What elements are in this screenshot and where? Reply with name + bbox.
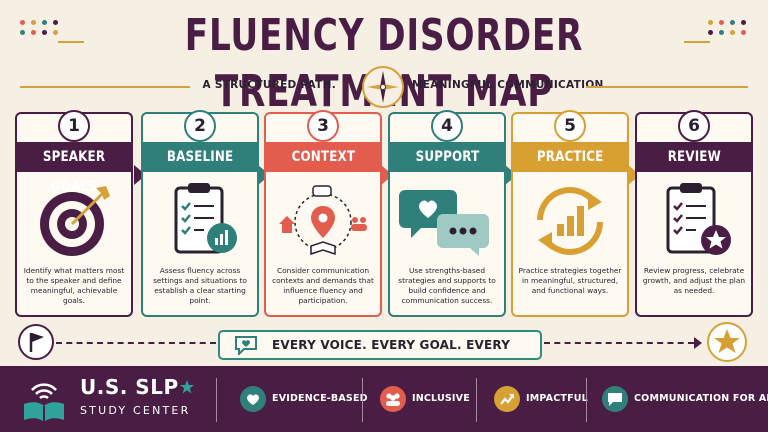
heart-speech-icon <box>235 336 257 355</box>
step-number-badge: 1 <box>58 110 90 142</box>
brand-name: U.S. SLP <box>80 375 179 399</box>
speech-bubbles-icon <box>399 180 495 260</box>
step-card-review: 6 REVIEW Review progress, celebrate grow… <box>635 110 753 317</box>
path-line-left <box>56 342 216 344</box>
footer-divider <box>362 378 363 422</box>
step-title: SUPPORT <box>415 149 479 165</box>
step-number-badge: 4 <box>431 110 463 142</box>
step-card-baseline: 2 BASELINE Assess fluency across setting… <box>141 110 259 317</box>
clipboard-star-icon <box>646 180 742 260</box>
subtitle-right: MEANINGFUL COMMUNICATION. <box>412 79 608 91</box>
tagline-box: EVERY VOICE. EVERY GOAL. EVERY STEP FORW… <box>218 330 542 378</box>
dots-decoration-left <box>20 20 59 35</box>
trend-arrow-icon <box>494 386 520 412</box>
step-description: Consider communication contexts and dema… <box>272 266 374 305</box>
step-title-banner: PRACTICE <box>511 142 629 172</box>
footer-divider <box>476 378 477 422</box>
footer-divider <box>586 378 587 422</box>
step-title: CONTEXT <box>291 149 355 165</box>
people-icon <box>380 386 406 412</box>
star-icon <box>707 322 747 362</box>
step-number-badge: 5 <box>554 110 586 142</box>
step-title: REVIEW <box>667 149 721 165</box>
footer-bar: U.S. SLP STUDY CENTER EVIDENCE-BASED INC… <box>0 366 768 432</box>
step-description: Review progress, celebrate growth, and a… <box>642 266 746 295</box>
compass-icon <box>362 66 404 108</box>
step-title-banner: BASELINE <box>141 142 259 172</box>
step-title: BASELINE <box>166 149 234 165</box>
brand-star-icon <box>180 380 194 394</box>
step-card-context: 3 CONTEXT Consider communication context… <box>264 110 382 317</box>
footer-divider <box>216 378 217 422</box>
step-number-badge: 3 <box>307 110 339 142</box>
step-description: Identify what matters most to the speake… <box>23 266 125 305</box>
step-number-badge: 2 <box>184 110 216 142</box>
subtitle-rule-left <box>20 86 190 88</box>
subtitle-row: A STRUCTURED PATH. MEANINGFUL COMMUNICAT… <box>0 66 768 110</box>
title-rule-right <box>684 41 710 43</box>
dots-decoration-right <box>708 20 747 35</box>
heart-icon <box>240 386 266 412</box>
step-title-banner: SUPPORT <box>388 142 506 172</box>
step-title-banner: CONTEXT <box>264 142 382 172</box>
speech-bubble-icon <box>602 386 628 412</box>
target-icon <box>26 180 122 260</box>
step-title-banner: REVIEW <box>635 142 753 172</box>
path-arrow-icon <box>694 337 702 349</box>
step-card-speaker-goals: 1 SPEAKER GOALS Identify what matters mo… <box>15 110 133 317</box>
cycle-chart-icon <box>522 180 618 260</box>
subtitle-rule-right <box>586 86 748 88</box>
step-card-practice: 5 PRACTICE Practice strategies together … <box>511 110 629 317</box>
context-map-icon <box>275 180 371 260</box>
feature-label: INCLUSIVE <box>412 393 470 404</box>
step-title: SPEAKER GOALS <box>42 149 106 195</box>
flag-icon <box>18 324 54 360</box>
step-description: Practice strategies together in meaningf… <box>518 266 622 295</box>
clipboard-chart-icon <box>152 180 248 260</box>
step-title-banner: SPEAKER GOALS <box>15 142 133 195</box>
step-card-support: 4 SUPPORT Use strengths-based strategies… <box>388 110 506 317</box>
feature-label: IMPACTFUL <box>526 393 588 404</box>
path-line-right <box>544 342 694 344</box>
book-wifi-icon <box>24 383 64 422</box>
subtitle-left: A STRUCTURED PATH. <box>202 79 336 91</box>
feature-label: COMMUNICATION FOR ALL <box>634 393 768 404</box>
step-description: Use strengths-based strategies and suppo… <box>398 266 496 305</box>
brand-tagline: STUDY CENTER <box>80 404 191 417</box>
title-rule-left <box>58 41 84 43</box>
step-description: Assess fluency across settings and situa… <box>153 266 247 305</box>
step-title: PRACTICE <box>536 149 604 165</box>
step-number-badge: 6 <box>678 110 710 142</box>
feature-label: EVIDENCE-BASED <box>272 393 368 404</box>
